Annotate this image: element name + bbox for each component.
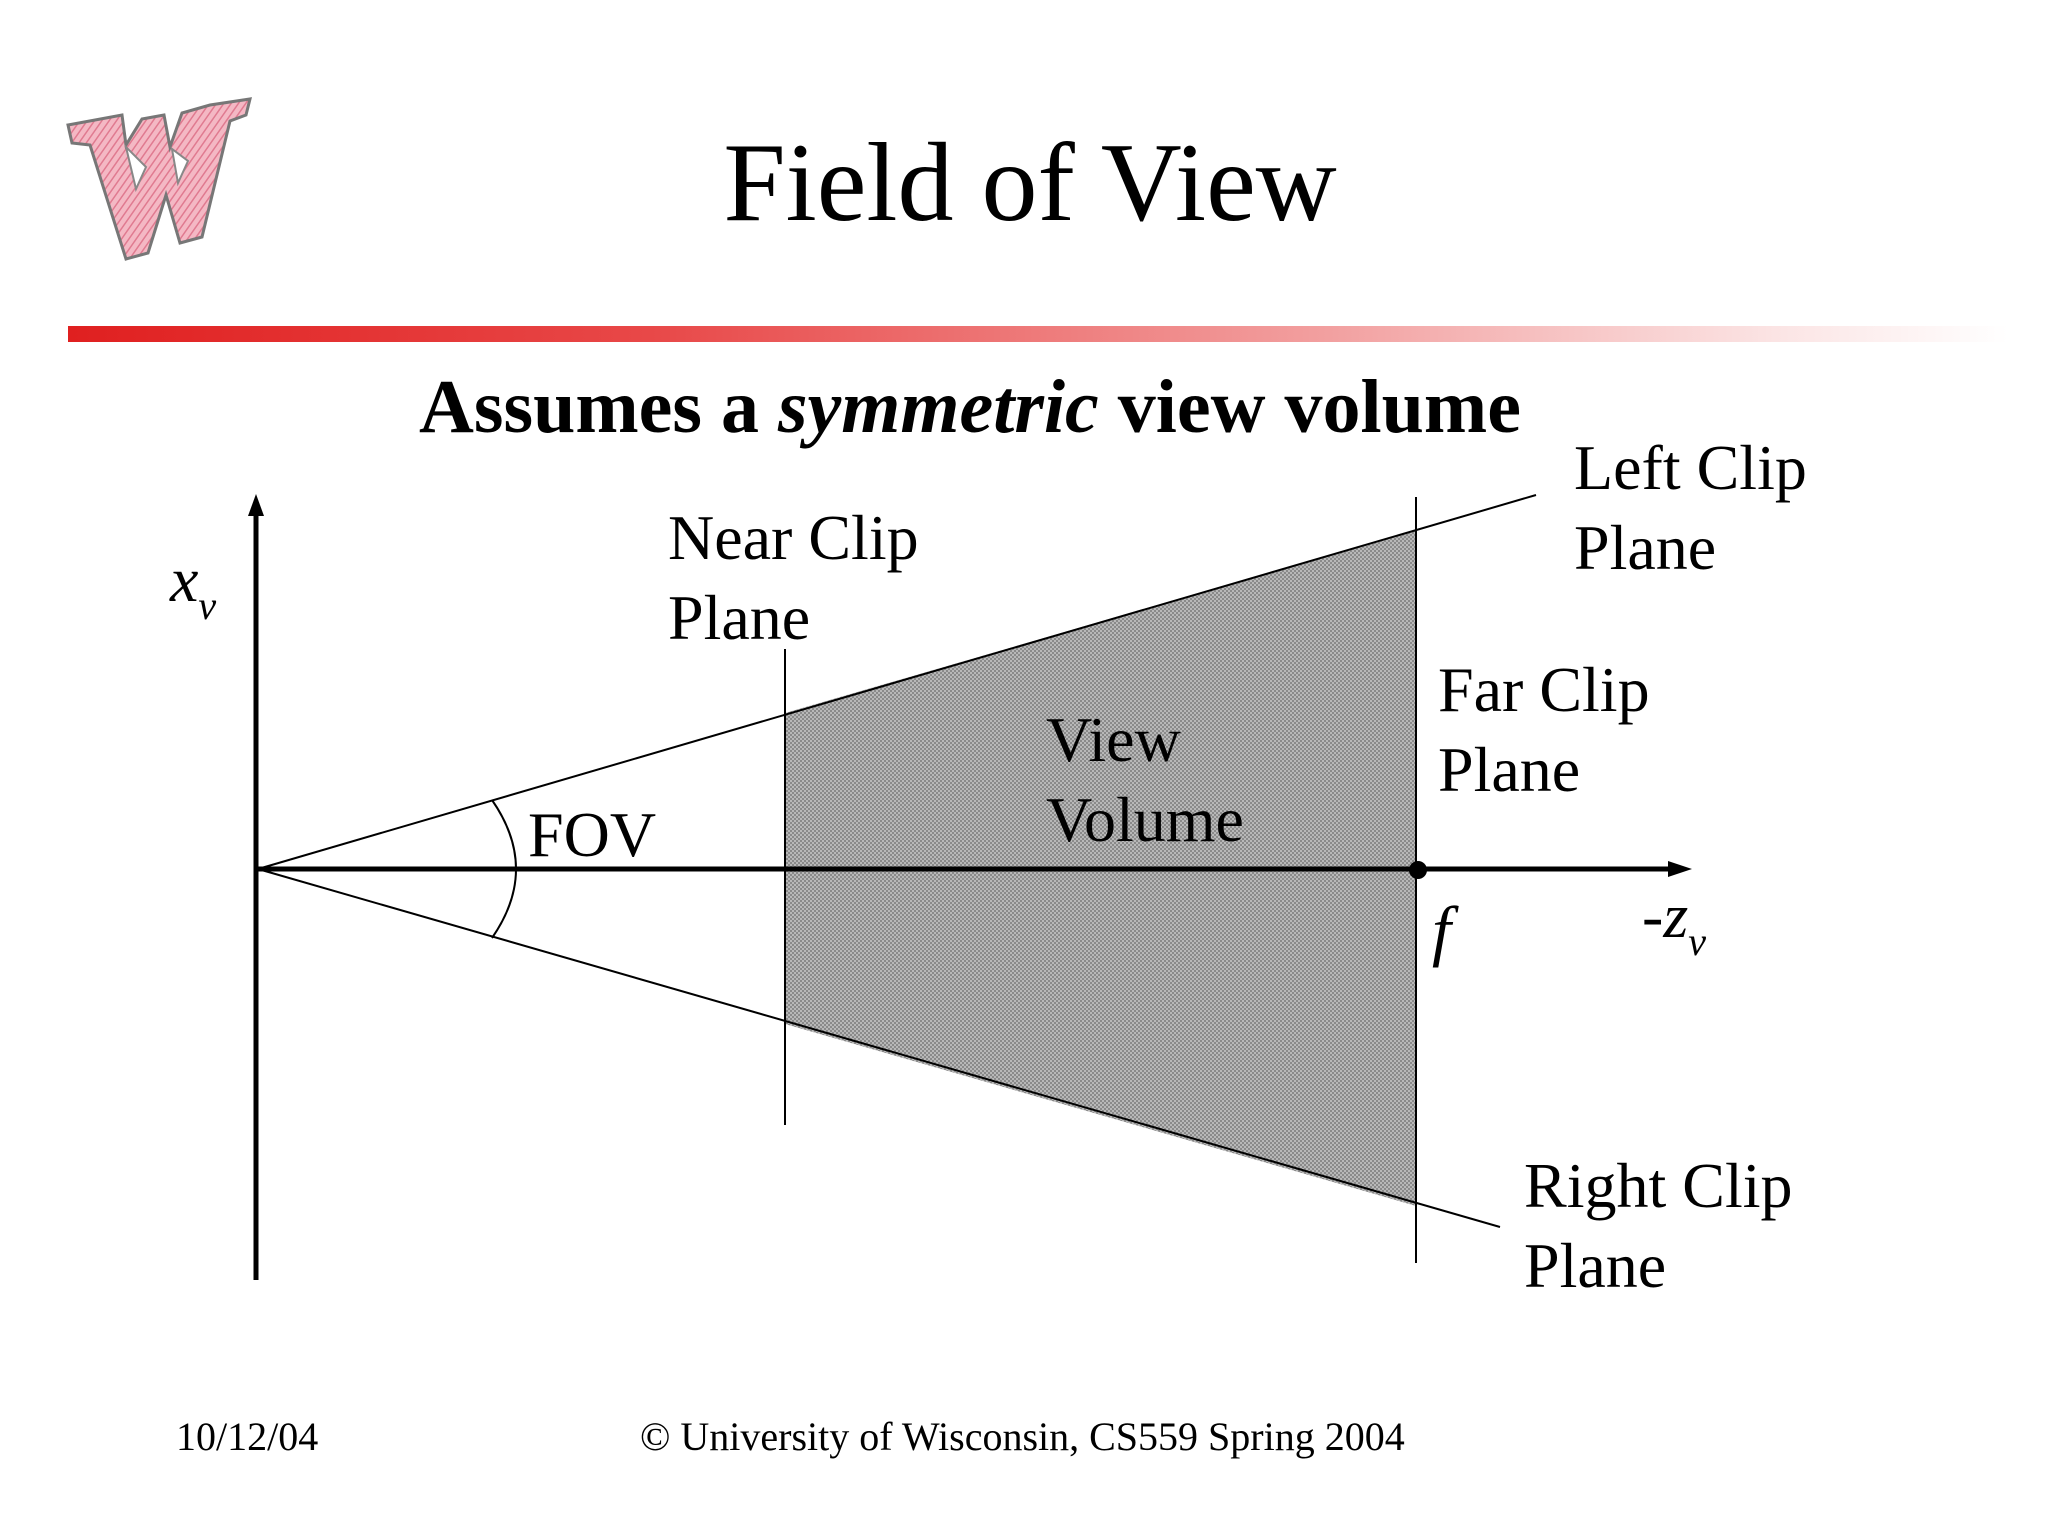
subtitle-emphasis: symmetric: [777, 365, 1099, 449]
view-volume-label: View Volume: [1046, 700, 1244, 860]
footer-copyright: © University of Wisconsin, CS559 Spring …: [640, 1414, 1405, 1459]
x-axis-label-main: x: [170, 544, 199, 615]
far-clip-plane-label: Far Clip Plane: [1438, 650, 1650, 810]
z-axis-label: -zv: [1642, 876, 1706, 982]
wisconsin-w-logo-icon: [66, 97, 253, 261]
near-clip-label-line1: Near Clip: [668, 502, 919, 573]
near-clip-label-line2: Plane: [668, 582, 811, 653]
far-clip-label-line2: Plane: [1438, 734, 1581, 805]
focal-length-label: f: [1432, 892, 1451, 968]
near-clip-plane-label: Near Clip Plane: [668, 498, 919, 658]
view-volume-label-line1: View: [1046, 704, 1181, 775]
fov-label: FOV: [528, 799, 657, 870]
right-clip-plane-line: [257, 868, 1501, 1228]
z-axis-label-subscript: v: [1688, 919, 1706, 964]
subtitle-text-post: view volume: [1098, 365, 1521, 449]
slide-subtitle: Assumes a symmetric view volume: [320, 362, 1620, 452]
right-clip-label-line2: Plane: [1524, 1230, 1667, 1301]
left-clip-plane-line: [257, 494, 1537, 870]
footer-date: 10/12/04: [176, 1414, 319, 1459]
right-clip-plane-label: Right Clip Plane: [1524, 1146, 1793, 1306]
left-clip-label-line1: Left Clip: [1574, 432, 1807, 503]
left-clip-plane-label: Left Clip Plane: [1574, 428, 1807, 588]
title-underline-rule: [68, 326, 2008, 342]
left-clip-label-line2: Plane: [1574, 512, 1717, 583]
slide-title: Field of View: [723, 121, 1337, 245]
z-axis-arrowhead: [1668, 861, 1692, 877]
z-axis-label-main: -z: [1642, 880, 1689, 951]
fov-angle-arc: [491, 799, 517, 939]
x-axis-label-subscript: v: [198, 583, 217, 628]
right-clip-label-line1: Right Clip: [1524, 1150, 1793, 1221]
subtitle-text-pre: Assumes a: [419, 365, 778, 449]
x-axis-arrowhead: [248, 494, 264, 516]
far-clip-label-line1: Far Clip: [1438, 654, 1650, 725]
x-axis-label: xv: [170, 540, 216, 646]
view-volume-label-line2: Volume: [1046, 784, 1244, 855]
focal-point-marker: [1409, 861, 1427, 879]
